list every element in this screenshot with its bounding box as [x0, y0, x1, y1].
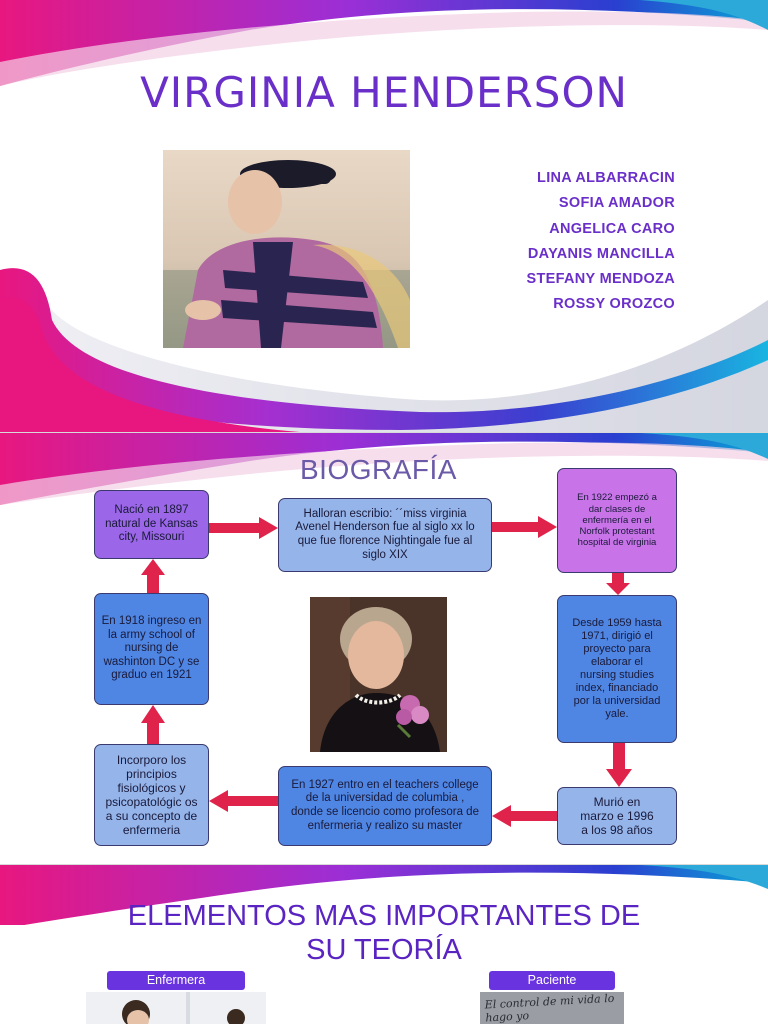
arrow-up-icon — [141, 705, 165, 744]
box-1922: En 1922 empezó a dar clases de enfermerí… — [557, 468, 677, 573]
slide-biography: BIOGRAFÍA Nació en 1897 natural de Kansa… — [0, 433, 768, 864]
author-name: DAYANIS MANCILLA — [527, 245, 675, 262]
swoosh-decoration — [0, 0, 768, 432]
slide-title: VIRGINIA HENDERSON LINA ALBARRACIN SOFIA… — [0, 0, 768, 432]
arrow-left-icon — [492, 805, 557, 827]
arrow-up-icon — [141, 559, 165, 593]
tag-nurse: Enfermera — [107, 971, 245, 990]
elderly-portrait-photo — [310, 597, 447, 752]
box-birth: Nació en 1897 natural de Kansas city, Mi… — [94, 490, 209, 559]
arrow-right-icon — [492, 516, 557, 538]
section-title-line: ELEMENTOS MAS IMPORTANTES DE — [127, 900, 641, 932]
box-principles: Incorporo los principios fisiológicos y … — [94, 744, 209, 846]
nurse-photo — [86, 992, 266, 1024]
slide-theory-elements: ELEMENTOS MAS IMPORTANTES DE SU TEORÍA E… — [0, 865, 768, 1024]
swoosh-decoration — [0, 865, 768, 925]
author-name: ROSSY OROZCO — [553, 296, 675, 313]
section-title: BIOGRAFÍA — [300, 454, 457, 485]
box-halloran-quote: Halloran escribio: ´´miss virginia Avene… — [278, 498, 492, 572]
handwritten-note: El control de mi vida lo hago yo — [484, 992, 615, 1024]
patient-note-photo: El control de mi vida lo hago yo — [480, 992, 624, 1024]
author-name: SOFIA AMADOR — [558, 195, 675, 212]
arrow-down-icon — [606, 573, 630, 595]
box-1918: En 1918 ingreso en la army school of nur… — [94, 593, 209, 705]
arrow-down-icon — [606, 743, 632, 787]
swoosh-decoration — [0, 433, 768, 505]
author-list: LINA ALBARRACIN SOFIA AMADOR ANGELICA CA… — [527, 166, 675, 318]
box-1927: En 1927 entro en el teachers college de … — [278, 766, 492, 846]
arrow-left-icon — [209, 790, 278, 812]
arrow-right-icon — [209, 517, 278, 539]
tag-patient: Paciente — [489, 971, 615, 990]
page-title: VIRGINIA HENDERSON — [140, 68, 628, 117]
portrait-photo — [163, 150, 410, 348]
author-name: STEFANY MENDOZA — [526, 271, 675, 288]
author-name: ANGELICA CARO — [549, 220, 675, 237]
box-1959: Desde 1959 hasta 1971, dirigió el proyec… — [557, 595, 677, 743]
author-name: LINA ALBARRACIN — [537, 170, 675, 186]
section-title-line: SU TEORÍA — [306, 934, 462, 966]
section-title: ELEMENTOS MAS IMPORTANTES DE SU TEORÍA — [0, 899, 768, 967]
box-death: Murió en marzo e 1996 a los 98 años — [557, 787, 677, 845]
